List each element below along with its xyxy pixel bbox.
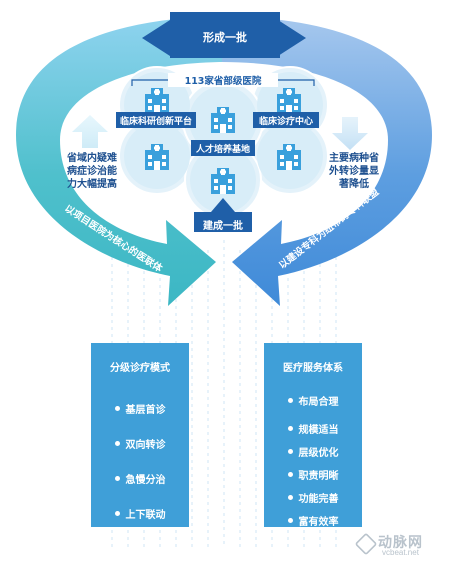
clinical-center-label: 临床诊疗中心 (258, 117, 313, 127)
hospital-icon (211, 107, 235, 133)
left-panel-title: 分级诊疗模式 (110, 363, 170, 374)
right-side-line: 著降低 (339, 179, 369, 190)
list-item: 层级优化 (264, 440, 362, 463)
left-curve-label: 以项目医院为核心的医联体 (62, 202, 165, 274)
hospital-icon (145, 144, 169, 170)
bullet-icon (287, 518, 293, 523)
hospital-icon (145, 88, 169, 114)
top-double-arrow (142, 12, 306, 58)
left-side-line: 省域内疑难 (67, 153, 117, 164)
right-side-line: 外转诊量显 (329, 166, 379, 177)
up-arrow (72, 115, 108, 148)
right-curve-arrow (222, 16, 432, 306)
left-side-line: 力大幅提高 (67, 179, 117, 190)
bullet-icon (114, 511, 120, 516)
list-item-label: 富有效率 (298, 517, 339, 528)
list-item: 规模适当 (264, 417, 362, 440)
hospital-icon (277, 144, 301, 170)
hospital-icon (211, 168, 235, 194)
bullet-icon (114, 476, 120, 481)
right-panel-list: 布局合理 规模适当 层级优化 职责明晰 功能完善 富有效率 (264, 383, 362, 532)
list-item: 功能完善 (264, 486, 362, 509)
list-item-label: 层级优化 (298, 448, 339, 459)
list-item: 急慢分治 (91, 461, 189, 496)
watermark-brand: 动脉网 (378, 535, 423, 551)
hospital-icon (277, 88, 301, 114)
left-side-text: 省域内疑难 病症诊治能 力大幅提高 (56, 152, 128, 191)
list-item-label: 职责明晰 (298, 471, 339, 482)
left-side-line: 病症诊治能 (67, 166, 117, 177)
list-item-label: 功能完善 (298, 494, 339, 505)
training-box (191, 140, 255, 156)
right-panel: 医疗服务体系 布局合理 规模适当 层级优化 职责明晰 功能完善 富有效率 (264, 343, 362, 528)
left-panel: 分级诊疗模式 基层首诊 双向转诊 急慢分治 上下联动 (91, 343, 189, 527)
watermark: 动脉网 vcbeat.net (354, 532, 446, 558)
watermark-url: vcbeat.net (382, 548, 419, 557)
right-panel-title: 医疗服务体系 (283, 363, 343, 374)
list-item-label: 规模适当 (298, 425, 339, 436)
list-item: 职责明晰 (264, 463, 362, 486)
right-side-line: 主要病种省 (329, 153, 379, 164)
list-item-label: 基层首诊 (125, 405, 166, 416)
training-base-label: 人才培养基地 (195, 145, 250, 155)
list-item: 上下联动 (91, 496, 189, 531)
bullet-icon (287, 449, 293, 454)
list-item-label: 上下联动 (125, 510, 166, 521)
top-hospitals-label: 113家省部级医院 (168, 73, 278, 87)
build-label: 建成一批 (203, 221, 243, 232)
research-platform-label: 临床科研创新平台 (119, 117, 192, 127)
list-item: 基层首诊 (91, 391, 189, 426)
list-item: 布局合理 (264, 383, 362, 417)
bullet-icon (114, 406, 120, 411)
bullet-icon (287, 426, 293, 431)
left-panel-list: 基层首诊 双向转诊 急慢分治 上下联动 (91, 391, 189, 531)
clinical-box (253, 112, 319, 128)
list-item: 双向转诊 (91, 426, 189, 461)
right-side-text: 主要病种省 外转诊量显 著降低 (318, 152, 390, 191)
bullet-icon (287, 397, 293, 403)
down-arrow (332, 117, 368, 150)
brand-logo-icon (354, 532, 378, 556)
list-item: 富有效率 (264, 509, 362, 532)
list-item-label: 布局合理 (298, 396, 339, 408)
bullet-icon (287, 472, 293, 477)
list-item-label: 双向转诊 (125, 440, 166, 451)
top-arrow-label: 形成一批 (203, 31, 247, 44)
build-arrow (194, 198, 252, 232)
research-box (116, 112, 196, 128)
bullet-icon (114, 441, 120, 446)
bullet-icon (287, 495, 293, 500)
list-item-label: 急慢分治 (125, 475, 166, 486)
